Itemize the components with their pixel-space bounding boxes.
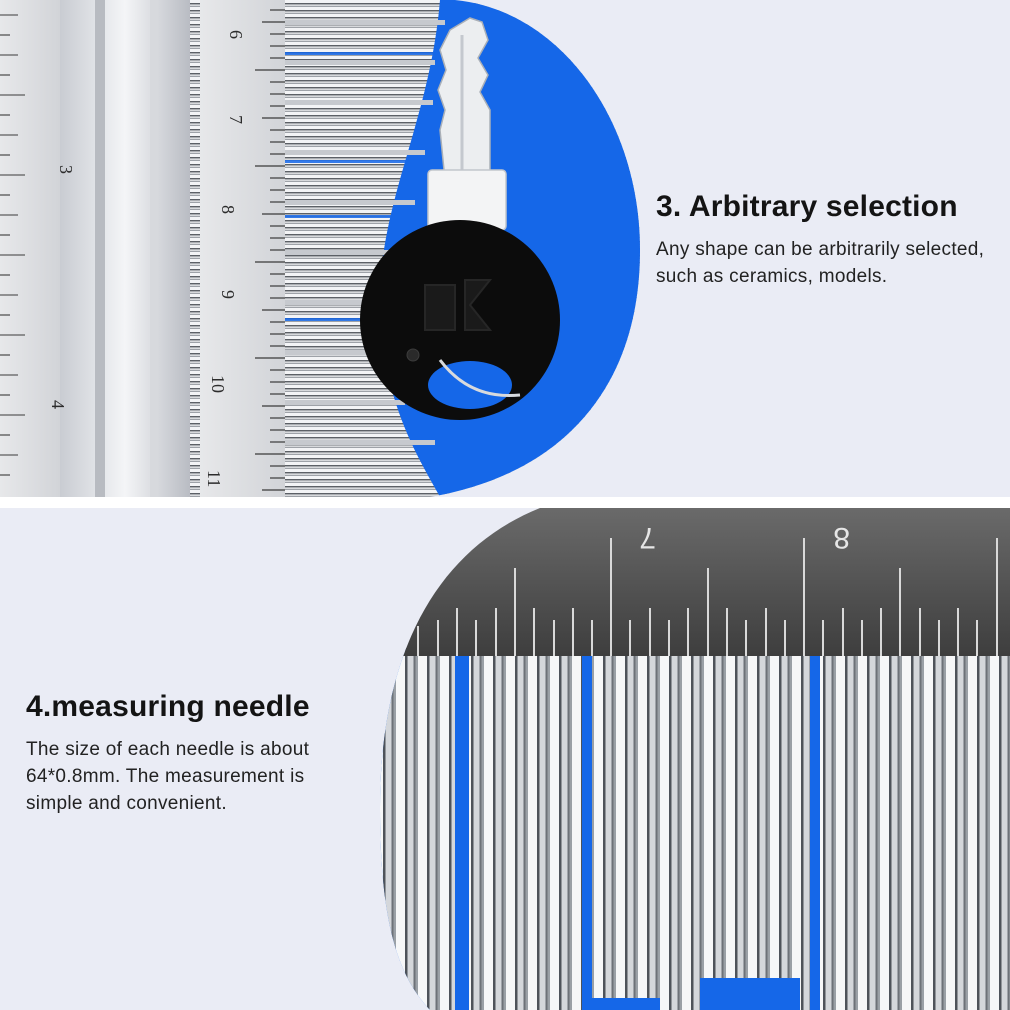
section-measuring-needle: 7 8 4.measuring needle The size of each … — [0, 508, 1010, 1010]
section-description: Any shape can be arbitrarily selected, s… — [656, 239, 985, 287]
section-description: The size of each needle is about 64*0.8m… — [26, 739, 310, 814]
caption-arbitrary-selection: 3. Arbitrary selection Any shape can be … — [656, 190, 1001, 290]
key-object — [360, 17, 560, 420]
ruler-number: 7 — [226, 115, 246, 124]
side-ruler-number: 3 — [56, 165, 76, 174]
ruler-number: 10 — [208, 375, 228, 393]
section-title: 4.measuring needle — [26, 690, 310, 723]
key-gauge-photo: 6 7 8 9 10 11 3 4 — [0, 0, 640, 497]
section-divider — [0, 497, 1010, 508]
section-arbitrary-selection: 6 7 8 9 10 11 3 4 3. Arbitr — [0, 0, 1010, 497]
ruler-number: 7 — [639, 521, 656, 554]
needle-closeup-photo: 7 8 — [380, 508, 1010, 1010]
side-ruler-number: 4 — [48, 400, 68, 409]
ruler-number: 8 — [218, 205, 238, 214]
ruler-number: 8 — [833, 521, 850, 554]
ruler-number: 6 — [226, 30, 246, 39]
section-title: 3. Arbitrary selection — [656, 190, 958, 223]
ruler-number: 11 — [204, 470, 224, 487]
caption-measuring-needle: 4.measuring needle The size of each need… — [26, 690, 366, 817]
ruler-number: 9 — [218, 290, 238, 299]
